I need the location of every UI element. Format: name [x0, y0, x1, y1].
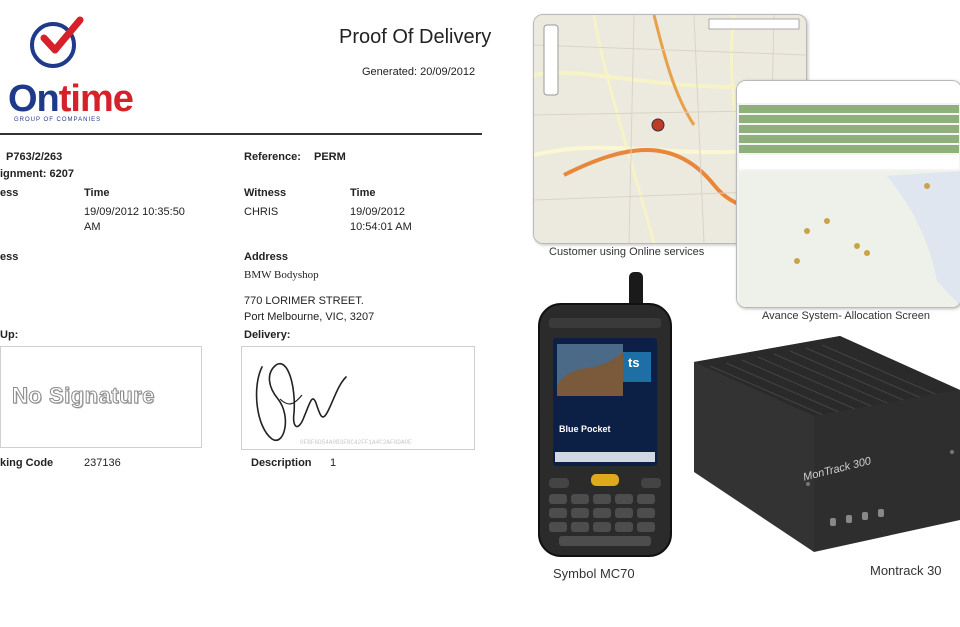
svg-text:0FBF6D54A0B3F8C42FF1A4C2AF8DA0: 0FBF6D54A0B3F8C42FF1A4C2AF8DA0E: [300, 439, 412, 446]
montrack-300-device-image: MonTrack 300: [690, 332, 960, 562]
handwritten-signature: 0FBF6D54A0B3F8C42FF1A4C2AF8DA0E: [255, 362, 412, 446]
delivery-address-label: Address: [244, 251, 289, 263]
mc70-caption: Symbol MC70: [553, 566, 635, 581]
reference-value: PERM: [314, 151, 346, 163]
pickup-signature-label: Up:: [0, 329, 19, 341]
no-signature-text: No Signature: [12, 383, 155, 409]
job-number: P763/2/263: [6, 151, 63, 163]
pickup-witness-label: ess: [0, 187, 19, 199]
delivery-company: BMW Bodyshop: [244, 269, 319, 281]
allocation-screen-caption: Avance System- Allocation Screen: [762, 310, 930, 322]
tracking-code-label: king Code: [0, 457, 54, 469]
description-value: 1: [330, 457, 337, 469]
tracking-code-value: 237136: [84, 457, 121, 469]
delivery-time-date: 19/09/2012: [350, 206, 406, 218]
reference-label: Reference:: [244, 151, 301, 163]
montrack-caption: Montrack 30: [870, 563, 942, 578]
pickup-time-value: 19/09/2012 10:35:50: [84, 206, 185, 218]
delivery-suburb: Port Melbourne, VIC, 3207: [244, 311, 375, 323]
allocation-screen-screenshot: [736, 80, 960, 308]
generated-date: Generated: 20/09/2012: [362, 66, 476, 78]
delivery-witness-value: CHRIS: [244, 206, 279, 218]
company-logo: Ontime: [8, 78, 134, 120]
mc70-app-title: Blue Pocket: [559, 424, 611, 434]
pickup-time-label: Time: [84, 187, 110, 199]
customer-map-caption: Customer using Online services: [549, 246, 705, 258]
delivery-time-label: Time: [350, 187, 376, 199]
delivery-witness-label: Witness: [244, 187, 287, 199]
page-title: Proof Of Delivery: [339, 26, 492, 48]
pickup-time-ampm: AM: [84, 221, 101, 233]
delivery-street: 770 LORIMER STREET.: [244, 295, 364, 307]
consignment-number: ignment: 6207: [0, 168, 74, 180]
delivery-signature-box: 0FBF6D54A0B3F8C42FF1A4C2AF8DA0E: [241, 346, 475, 450]
delivery-time-clock: 10:54:01 AM: [350, 221, 412, 233]
header-divider: [0, 133, 482, 135]
pickup-signature-box: [0, 346, 202, 448]
mc70-app-logo: ts: [628, 355, 640, 370]
delivery-signature-label: Delivery:: [244, 329, 291, 341]
logo-check-icon: [30, 16, 84, 68]
pickup-address-label: ess: [0, 251, 19, 263]
symbol-mc70-device-image: ts Blue Pocket: [535, 268, 675, 560]
logo-tagline: GROUP OF COMPANIES: [14, 117, 102, 123]
description-label: Description: [251, 457, 312, 469]
